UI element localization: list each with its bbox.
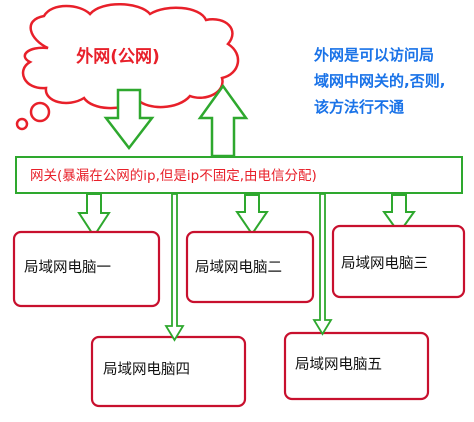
pc-box-3 [331, 224, 466, 299]
cloud-bubble-large [29, 101, 51, 123]
internet-cloud: 外网(公网) [15, 3, 240, 131]
cloud-shape [21, 3, 240, 110]
arrow-to-pc-3 [382, 194, 416, 235]
arrow-to-pc-5 [312, 193, 333, 336]
cloud-label: 外网(公网) [76, 46, 160, 67]
pc-label-4: 局域网电脑四 [103, 362, 190, 378]
pc-box-2 [185, 230, 315, 304]
cloud-bubble-small [15, 117, 29, 131]
pc-box-1 [12, 230, 161, 308]
note-line-1: 外网是可以访问局 [314, 46, 435, 64]
arrow-down-to-gateway [103, 88, 155, 151]
pc-label-2: 局域网电脑二 [195, 260, 282, 276]
note-line-3: 该方法行不通 [314, 98, 405, 116]
pc-label-1: 局域网电脑一 [24, 260, 111, 276]
gateway-label: 网关(暴漏在公网的ip,但是ip不固定,由电信分配) [30, 168, 317, 184]
arrow-to-pc-1 [77, 193, 111, 238]
arrow-to-pc-2 [235, 194, 269, 236]
pc-label-5: 局域网电脑五 [295, 357, 382, 373]
note-text: 外网是可以访问局 域网中网关的,否则, 该方法行不通 [314, 42, 474, 120]
arrow-to-pc-4 [164, 193, 185, 342]
pc-box-4 [90, 335, 247, 408]
arrow-up-to-cloud [197, 83, 249, 158]
gateway-box [15, 156, 463, 194]
note-line-2: 域网中网关的,否则, [314, 72, 446, 90]
pc-label-3: 局域网电脑三 [341, 256, 428, 272]
pc-box-5 [283, 331, 430, 401]
